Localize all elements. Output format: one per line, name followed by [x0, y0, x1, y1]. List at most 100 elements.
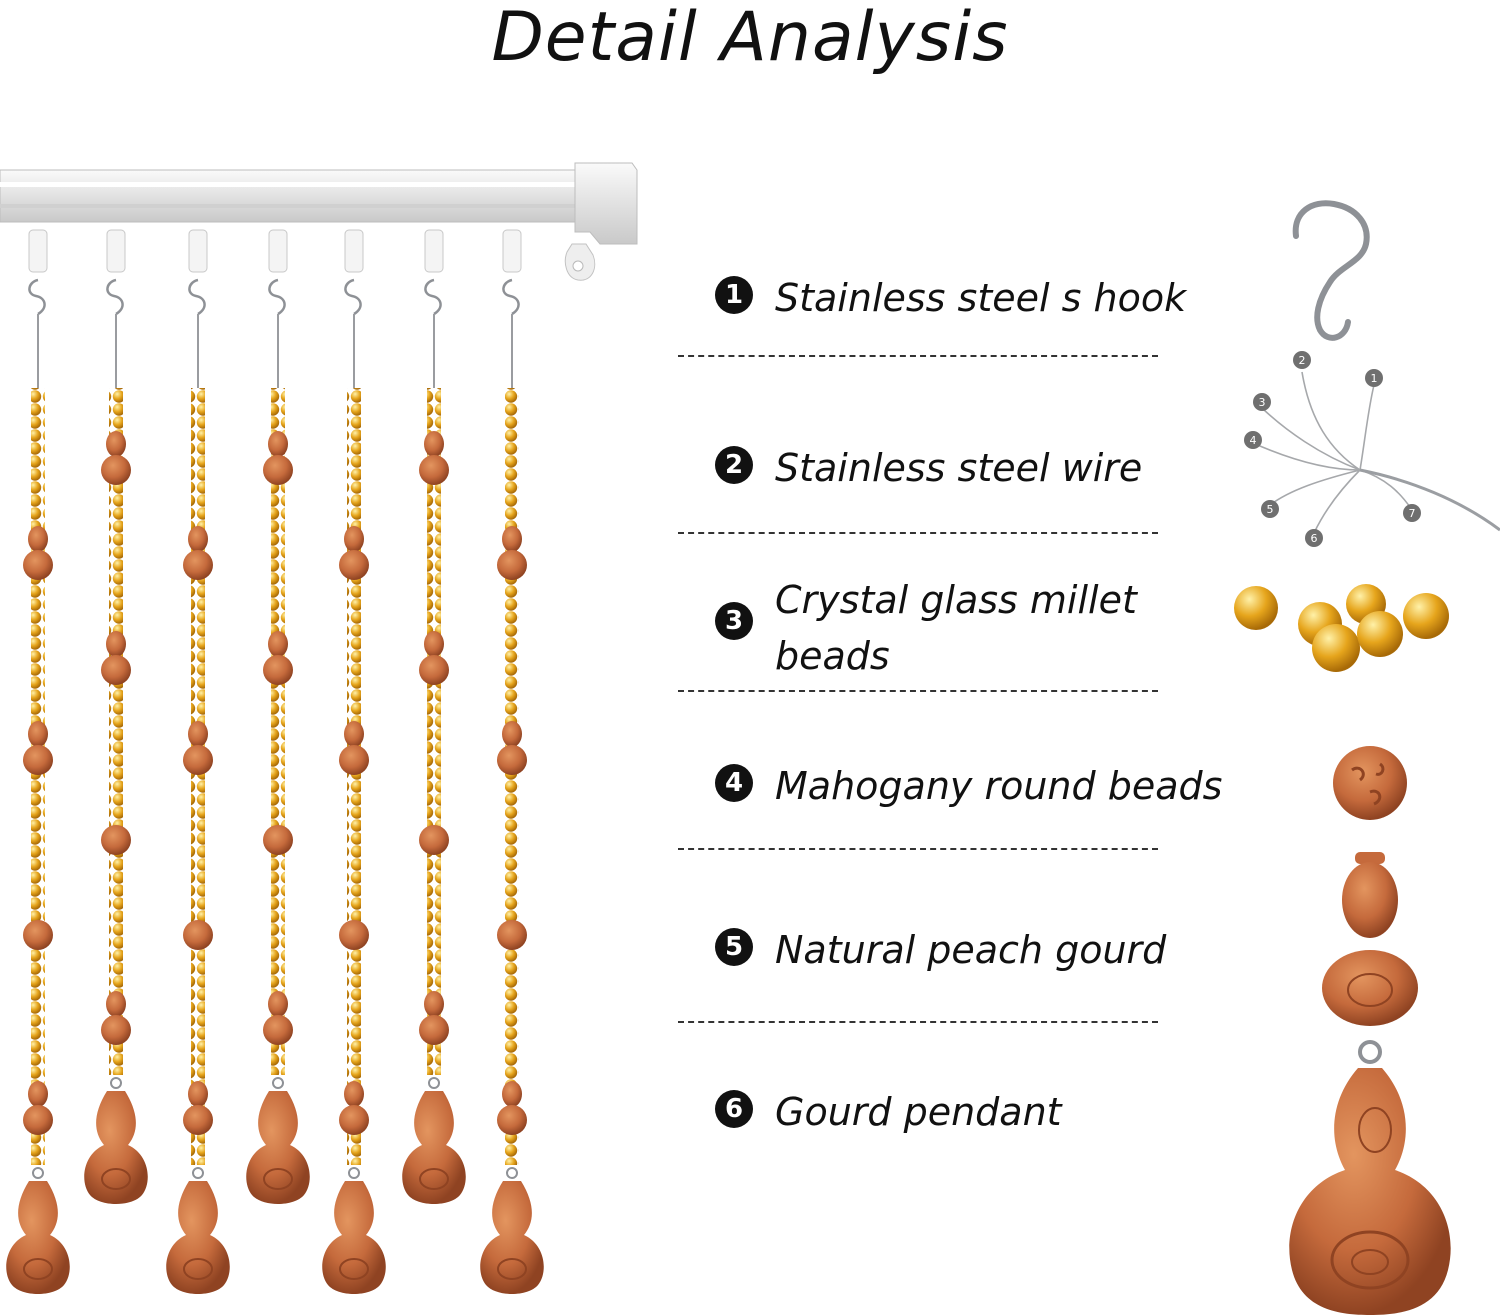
divider — [678, 355, 1158, 357]
rail-runner — [502, 229, 522, 273]
s-hook — [344, 278, 362, 316]
pendant-grain — [497, 1258, 527, 1280]
legend-item-hook: 1 Stainless steel s hook — [715, 270, 1186, 326]
gourd-bead — [28, 1081, 48, 1107]
number-1-badge: 1 — [715, 276, 753, 314]
glass-bead-chain — [271, 388, 285, 1075]
gourd-bead — [101, 455, 131, 485]
pendant-grain — [101, 1168, 131, 1190]
round-bead — [183, 920, 213, 950]
gourd-bead — [344, 1081, 364, 1107]
round-bead — [23, 920, 53, 950]
gourd-bead — [183, 550, 213, 580]
s-hook — [424, 278, 442, 316]
gourd-bead — [188, 526, 208, 552]
legend-item-glass-beads: 3 Crystal glass millet beads — [715, 572, 1175, 684]
wire-strand-marker — [1253, 393, 1271, 411]
gourd-bead — [502, 721, 522, 747]
wire-strand-number: 5 — [1267, 503, 1274, 516]
gourd-bead — [28, 526, 48, 552]
rail-runner — [268, 229, 288, 273]
gourd-bead — [23, 745, 53, 775]
legend-label-pendant: Gourd pendant — [775, 1090, 1062, 1134]
gourd-bead — [344, 526, 364, 552]
wire-strand-number: 1 — [1371, 372, 1378, 385]
gourd-pendant — [480, 1181, 544, 1294]
gourd-bead — [263, 455, 293, 485]
gourd-bead — [268, 431, 288, 457]
gourd-bead — [101, 655, 131, 685]
legend-item-wire: 2 Stainless steel wire — [715, 440, 1142, 496]
divider — [678, 1021, 1158, 1023]
rail-runner — [344, 229, 364, 273]
round-bead — [497, 920, 527, 950]
gourd-pendant — [6, 1181, 70, 1294]
pendant-ring — [32, 1167, 44, 1179]
gourd-bead — [424, 631, 444, 657]
round-bead — [101, 825, 131, 855]
gourd-bead — [339, 1105, 369, 1135]
gourd-bead — [419, 455, 449, 485]
legend-item-round-beads: 4 Mahogany round beads — [715, 758, 1222, 814]
round-bead-icon — [1333, 746, 1407, 820]
rail-runner — [106, 229, 126, 273]
wire-strand-number: 3 — [1259, 396, 1266, 409]
gourd-bead — [106, 431, 126, 457]
gourd-pendant — [84, 1091, 148, 1204]
s-hook — [28, 278, 46, 316]
gourd-bead — [502, 1081, 522, 1107]
gourd-bead — [419, 1015, 449, 1045]
gourd-bead — [344, 721, 364, 747]
wire-strand-marker — [1244, 431, 1262, 449]
glass-bead-chain — [109, 388, 123, 1075]
round-bead — [339, 920, 369, 950]
wire-strand-marker — [1261, 500, 1279, 518]
gourd-pendant — [166, 1181, 230, 1294]
gourd-bead — [424, 991, 444, 1017]
wire-strand-number: 2 — [1299, 354, 1306, 367]
s-hook — [106, 278, 124, 316]
gourd-bead — [268, 991, 288, 1017]
gourd-icon — [1322, 852, 1418, 1026]
gourd-bead — [188, 721, 208, 747]
gourd-bead — [28, 721, 48, 747]
legend-label-hook: Stainless steel s hook — [775, 276, 1187, 320]
wire-strand-marker — [1365, 369, 1383, 387]
number-6-badge: 6 — [715, 1090, 753, 1128]
gourd-pendant-icon — [1289, 1040, 1451, 1315]
gourd-bead — [424, 431, 444, 457]
gourd-bead — [497, 550, 527, 580]
gourd-bead — [263, 655, 293, 685]
divider — [678, 532, 1158, 534]
rail-runner — [28, 229, 48, 273]
gourd-bead — [23, 1105, 53, 1135]
glass-bead-chain — [427, 388, 441, 1075]
gourd-pendant — [246, 1091, 310, 1204]
glass-bead-chain — [505, 388, 519, 1165]
gourd-bead — [101, 1015, 131, 1045]
legend-item-pendant: 6 Gourd pendant — [715, 1084, 1062, 1140]
number-2-badge: 2 — [715, 446, 753, 484]
bead-strands — [6, 229, 544, 1294]
s-hook — [188, 278, 206, 316]
s-hook — [268, 278, 286, 316]
legend-label-glass-beads: Crystal glass millet beads — [775, 578, 1137, 678]
pendant-grain — [23, 1258, 53, 1280]
legend-label-wire: Stainless steel wire — [775, 446, 1143, 490]
gourd-bead — [188, 1081, 208, 1107]
s-hook — [502, 278, 520, 316]
pendant-grain — [339, 1258, 369, 1280]
number-4-badge: 4 — [715, 764, 753, 802]
pendant-ring — [192, 1167, 204, 1179]
gourd-bead — [183, 1105, 213, 1135]
gourd-bead — [502, 526, 522, 552]
gourd-bead — [497, 1105, 527, 1135]
gourd-bead — [263, 1015, 293, 1045]
divider — [678, 690, 1158, 692]
gourd-bead — [106, 631, 126, 657]
gourd-bead — [339, 745, 369, 775]
wire-strand-number: 6 — [1311, 532, 1318, 545]
pendant-ring — [348, 1167, 360, 1179]
wire-strand-number: 7 — [1409, 507, 1416, 520]
